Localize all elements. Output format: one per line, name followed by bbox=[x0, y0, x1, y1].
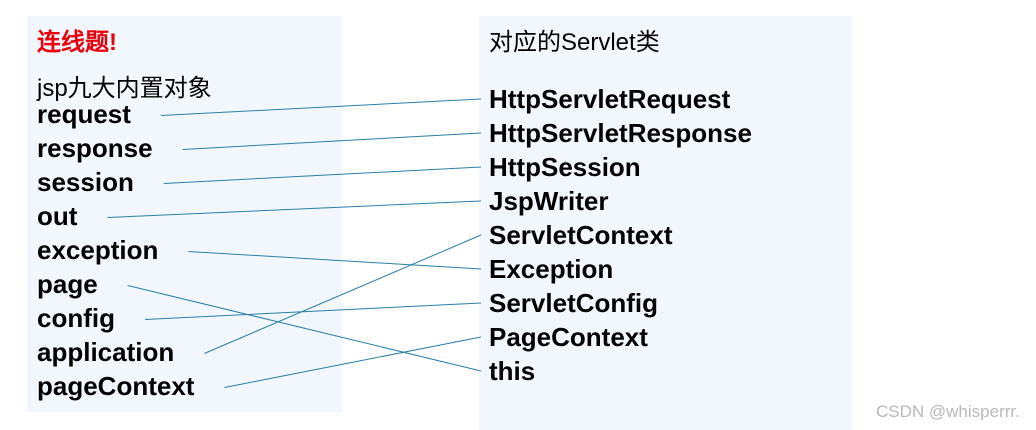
left-item-config: config bbox=[37, 303, 115, 333]
right-item-this: this bbox=[489, 356, 536, 386]
right-item-pagecontext: PageContext bbox=[489, 322, 648, 352]
connection-line-page bbox=[127, 285, 482, 372]
left-item-out: out bbox=[37, 201, 78, 231]
right-item-httpservletresponse: HttpServletResponse bbox=[489, 118, 752, 148]
left-column-header: jsp九大内置对象 bbox=[37, 75, 212, 102]
connection-line-request bbox=[160, 98, 482, 116]
implicit-objects-list: request response session out exception p… bbox=[37, 97, 194, 403]
right-item-servletconfig: ServletConfig bbox=[489, 288, 659, 318]
right-panel bbox=[479, 16, 852, 430]
left-item-pagecontext: pageContext bbox=[37, 371, 195, 401]
watermark: CSDN @whisperrr. bbox=[876, 402, 1020, 421]
left-item-exception: exception bbox=[37, 235, 159, 265]
left-item-page: page bbox=[37, 269, 98, 299]
right-item-httpservletrequest: HttpServletRequest bbox=[489, 84, 731, 114]
right-item-jspwriter: JspWriter bbox=[489, 186, 609, 216]
servlet-classes-list: HttpServletRequest HttpServletResponse H… bbox=[489, 82, 752, 388]
left-item-request: request bbox=[37, 99, 131, 129]
right-item-exception: Exception bbox=[489, 254, 614, 284]
connection-line-exception bbox=[188, 251, 482, 270]
question-title: 连线题! bbox=[37, 29, 117, 56]
right-column-header: 对应的Servlet类 bbox=[489, 29, 660, 56]
connection-line-pagecontext bbox=[224, 336, 482, 388]
right-item-servletcontext: ServletContext bbox=[489, 220, 673, 250]
connection-line-config bbox=[144, 302, 482, 320]
left-item-session: session bbox=[37, 167, 134, 197]
left-item-application: application bbox=[37, 337, 175, 367]
left-item-response: response bbox=[37, 133, 153, 163]
right-item-httpsession: HttpSession bbox=[489, 152, 641, 182]
connection-line-response bbox=[182, 132, 482, 150]
connection-line-application bbox=[204, 234, 482, 354]
connection-line-out bbox=[107, 200, 482, 218]
connection-line-session bbox=[163, 166, 482, 184]
